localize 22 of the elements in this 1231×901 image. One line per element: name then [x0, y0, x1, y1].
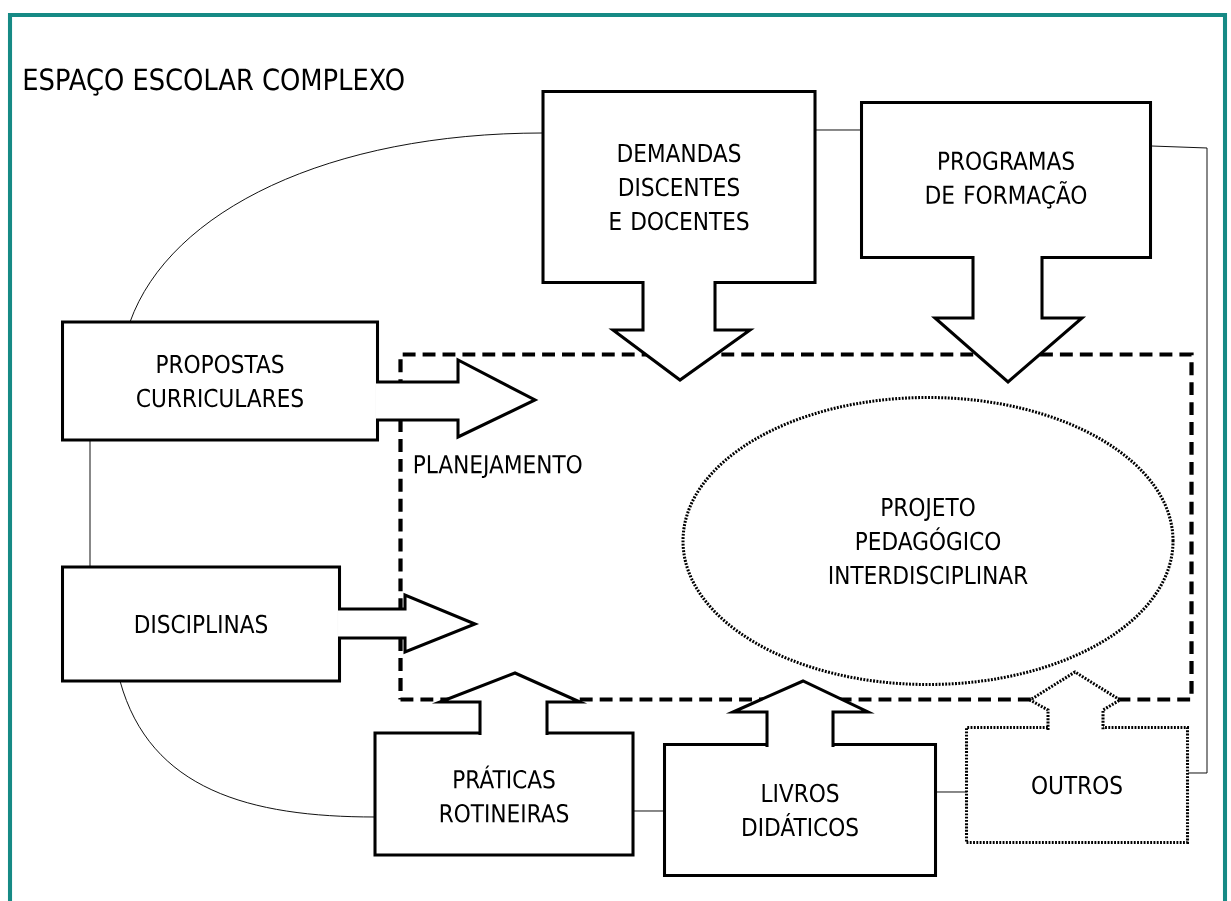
- process-box: OUTROS: [965, 725, 1190, 845]
- title-text: ESPAÇO ESCOLAR COMPLEXO: [24, 68, 404, 96]
- connector-line: [1150, 145, 1208, 774]
- connector-line: [935, 791, 968, 793]
- process-box: DEMANDAS DISCENTES E DOCENTES: [541, 89, 817, 284]
- process-box: PROGRAMAS DE FORMAÇÃO: [860, 100, 1153, 260]
- process-box: DISCIPLINAS: [61, 565, 342, 683]
- connector-line: [632, 810, 666, 812]
- block-arrow: [608, 279, 755, 382]
- connector-line: [129, 132, 544, 323]
- block-arrow: [1027, 670, 1123, 732]
- connector-line: [119, 680, 376, 818]
- block-arrow: [431, 671, 588, 737]
- block-arrow: [725, 679, 875, 749]
- block-arrow: [374, 357, 539, 440]
- process-box: PRÁTICAS ROTINEIRAS: [373, 731, 635, 857]
- process-box: PROPOSTAS CURRICULARES: [61, 320, 380, 442]
- connector-line: [89, 439, 91, 568]
- block-arrow: [336, 592, 480, 655]
- block-arrow: [930, 254, 1087, 385]
- connector-line: [814, 129, 863, 131]
- process-box: LIVROS DIDÁTICOS: [663, 742, 938, 877]
